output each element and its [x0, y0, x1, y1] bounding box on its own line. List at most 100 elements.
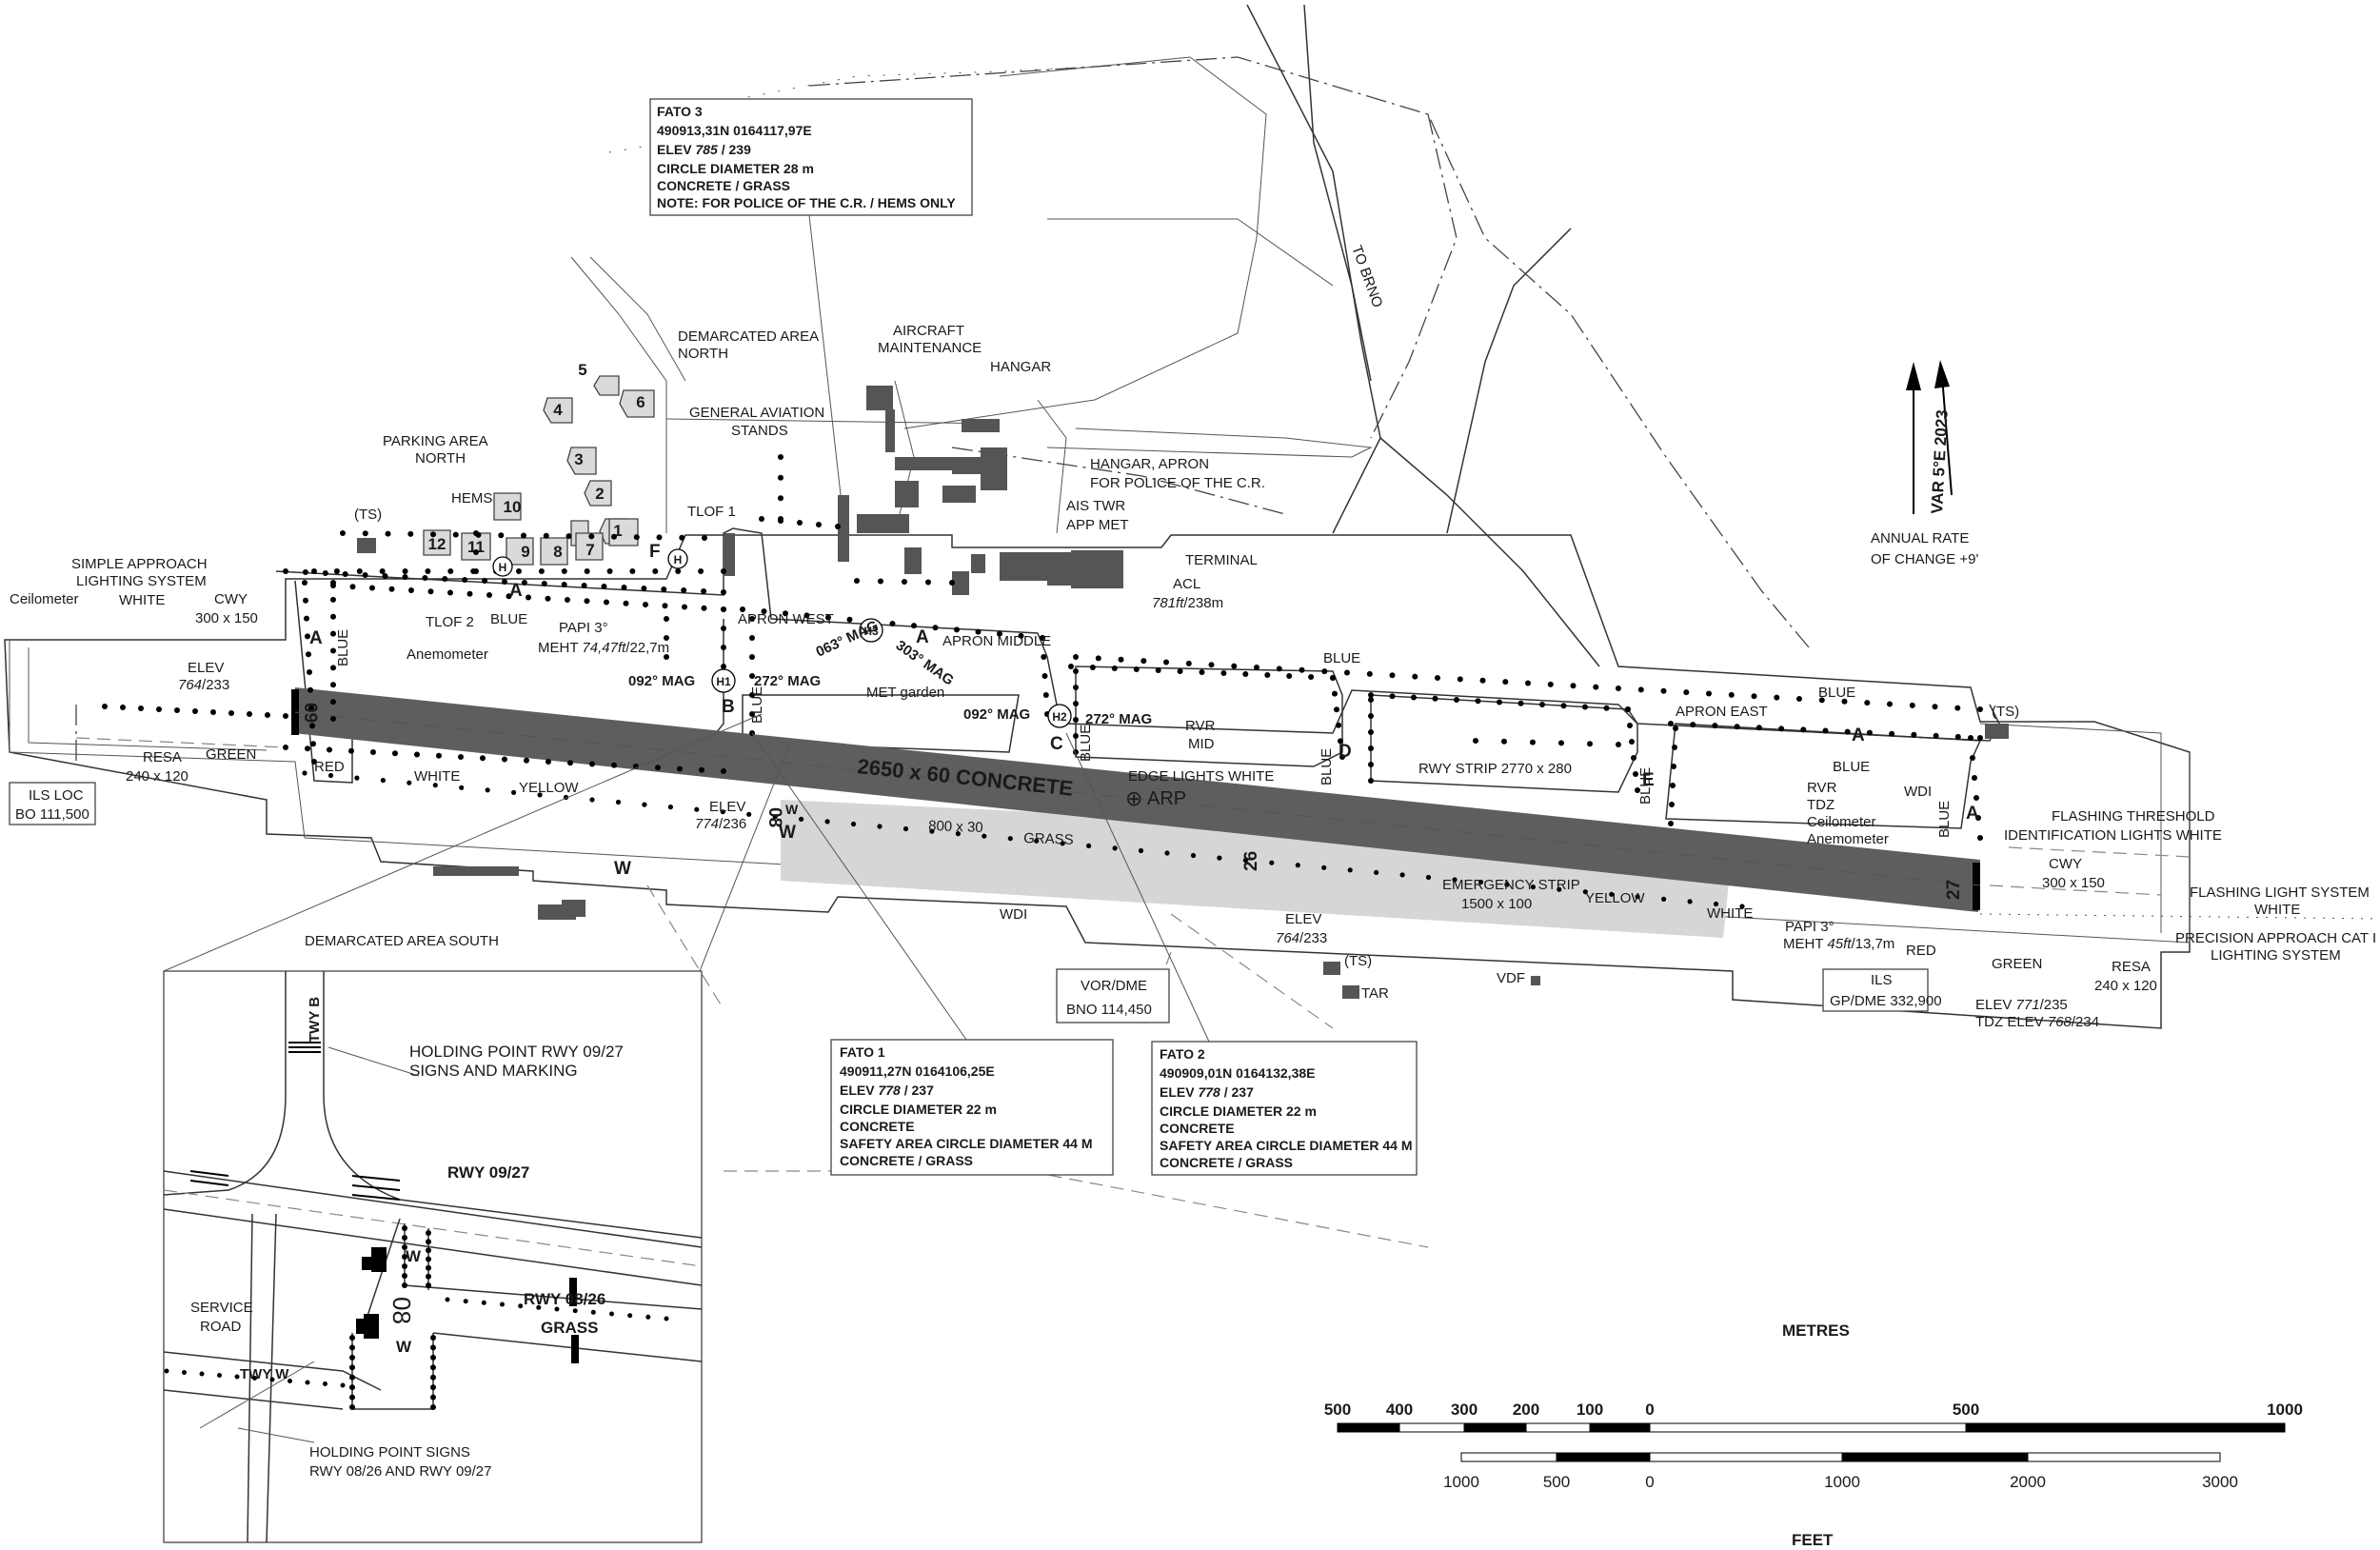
- edge-light: [609, 1311, 614, 1317]
- svg-text:H: H: [499, 561, 507, 574]
- annual-rate-label-2: OF CHANGE +9': [1871, 551, 1978, 567]
- edge-light: [590, 1309, 596, 1315]
- edge-light: [436, 752, 442, 759]
- edge-light: [1497, 699, 1502, 705]
- wdi-south-label: WDI: [1000, 906, 1027, 923]
- edge-light: [1399, 872, 1405, 878]
- edge-light: [1041, 654, 1047, 660]
- stand-6: 6: [636, 393, 645, 411]
- edge-light: [1231, 663, 1238, 669]
- scale-feet-segment: [1649, 1452, 1843, 1462]
- helipad-h2: H2: [1047, 704, 1072, 728]
- edge-light: [1368, 745, 1374, 751]
- edge-light: [349, 1394, 355, 1401]
- edge-light: [348, 747, 354, 754]
- meht-west-label: MEHT 74,47ft/22,7m: [538, 640, 669, 656]
- edge-light: [1068, 664, 1074, 669]
- ts-label-south: (TS): [1344, 953, 1372, 969]
- helipad-h1: H1: [711, 668, 736, 693]
- helipad-h3: H3: [859, 618, 883, 643]
- edge-light: [283, 568, 288, 574]
- edge-light: [589, 761, 595, 767]
- scale-feet-tick: 1000: [1824, 1473, 1860, 1491]
- inset-rwy0927: RWY 09/27: [447, 1163, 529, 1182]
- edge-light: [247, 711, 252, 717]
- resa-dim-east: 240 x 120: [2094, 978, 2157, 994]
- emergency-strip-dim: 1500 x 100: [1461, 896, 1532, 912]
- edge-light: [1073, 701, 1079, 706]
- inset-signs-1: HOLDING POINT SIGNS: [309, 1444, 470, 1461]
- edge-light: [799, 816, 804, 823]
- edge-light: [664, 616, 669, 622]
- edge-light: [1389, 672, 1396, 679]
- edge-light: [662, 603, 668, 609]
- elev27-label: ELEV 771/235: [1975, 997, 2068, 1013]
- demarcated-north-label-2: NORTH: [678, 346, 728, 362]
- edge-light: [749, 635, 755, 641]
- vor-label: VOR/DME: [1081, 978, 1147, 994]
- edge-light: [1177, 668, 1183, 674]
- edge-light: [1034, 838, 1040, 844]
- edge-light: [1041, 673, 1048, 679]
- edge-light: [430, 531, 436, 538]
- edge-light: [641, 586, 647, 591]
- blue-label-twy-c: BLUE: [1078, 725, 1094, 762]
- edge-light: [1366, 670, 1373, 677]
- edge-light: [402, 574, 408, 580]
- edge-light: [1972, 775, 1977, 781]
- edge-light: [192, 708, 198, 714]
- edge-light: [1368, 697, 1374, 703]
- yellow-label-west: YELLOW: [519, 780, 579, 796]
- edge-light: [554, 1306, 560, 1312]
- edge-light: [234, 1374, 240, 1380]
- inset-grass: GRASS: [541, 1319, 598, 1337]
- edge-light: [565, 597, 570, 603]
- edge-light: [720, 809, 725, 815]
- edge-light: [305, 633, 310, 640]
- edge-light: [949, 580, 955, 586]
- scale-metres-segment: [1398, 1422, 1465, 1433]
- edge-light: [1706, 690, 1712, 697]
- scale-metres-tick: 300: [1451, 1401, 1478, 1419]
- edge-light: [307, 669, 312, 675]
- edge-light: [402, 1225, 407, 1231]
- edge-lights-label: EDGE LIGHTS WHITE: [1128, 768, 1274, 785]
- ga-stands-label: GENERAL AVIATION: [689, 405, 824, 421]
- edge-light: [1582, 704, 1588, 710]
- edge-light: [473, 549, 479, 555]
- grass-label: GRASS: [1023, 830, 1074, 848]
- edge-light: [929, 828, 935, 834]
- edge-light: [1140, 658, 1147, 665]
- edge-light: [623, 600, 629, 606]
- edge-light: [1841, 698, 1848, 705]
- edge-light: [1683, 689, 1690, 696]
- edge-light: [621, 585, 627, 590]
- edge-light: [846, 616, 853, 623]
- arp-symbol: ⊕: [1125, 786, 1142, 810]
- edge-light: [330, 580, 336, 586]
- edge-light: [1502, 679, 1509, 686]
- var-label: VAR 5°E 2023: [1928, 409, 1952, 514]
- helipad-markers: H H H1 H2 H3: [492, 548, 1072, 728]
- edge-light: [615, 799, 622, 805]
- edge-light: [521, 532, 526, 539]
- edge-light: [333, 568, 340, 574]
- edge-light: [1671, 764, 1676, 769]
- acl-label: ACL: [1173, 576, 1200, 592]
- edge-light: [470, 568, 477, 574]
- inset-service-road-2: ROAD: [200, 1319, 242, 1335]
- edge-light: [518, 1303, 524, 1309]
- edge-light: [1977, 706, 1983, 712]
- elev-mid-label: ELEV: [1285, 911, 1321, 927]
- edge-light: [1909, 702, 1915, 708]
- edge-light: [677, 765, 683, 772]
- elev-west-label: ELEV: [709, 799, 745, 815]
- helipad-tlof1: H: [667, 548, 688, 569]
- scale-feet-tick: 2000: [2010, 1473, 2046, 1491]
- edge-light: [1276, 666, 1282, 672]
- edge-light: [288, 1379, 292, 1383]
- edge-light: [1086, 843, 1092, 849]
- vor-freq: BNO 114,450: [1066, 1002, 1152, 1018]
- edge-light: [545, 759, 551, 765]
- edge-light: [447, 568, 454, 574]
